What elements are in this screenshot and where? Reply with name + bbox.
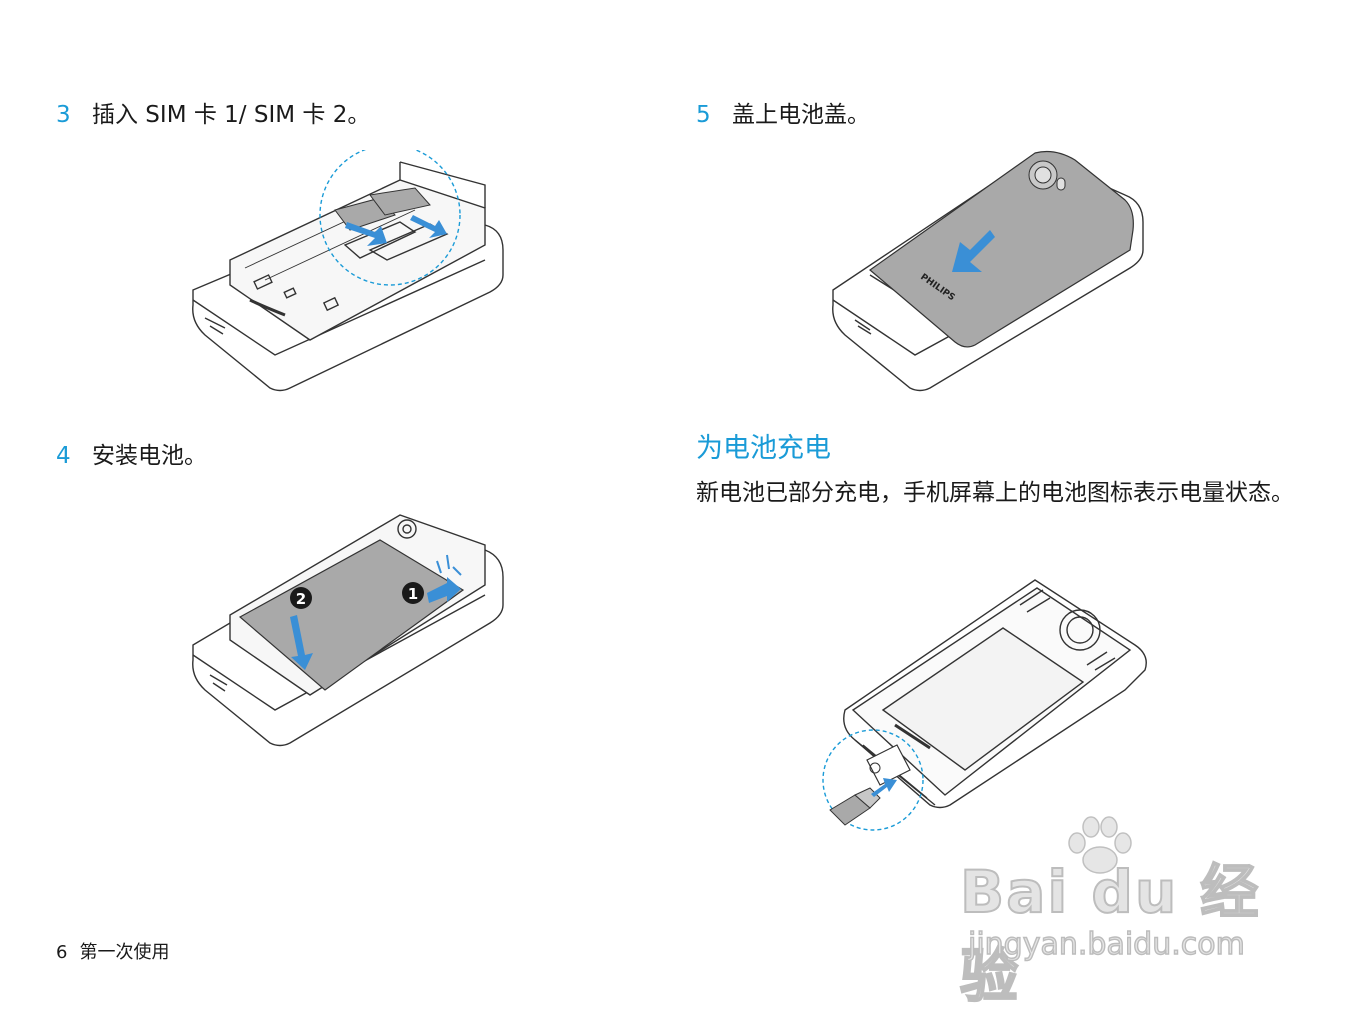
charging-phone-illustration <box>822 579 1147 831</box>
step-3: 3 插入 SIM 卡 1/ SIM 卡 2。 <box>56 100 370 130</box>
watermark-logo: Bai du 经验 <box>959 857 1261 1011</box>
section-heading: 为电池充电 <box>696 433 831 464</box>
step-number: 3 <box>56 102 71 128</box>
section-paragraph: 新电池已部分充电，手机屏幕上的电池图标表示电量状态。 <box>696 480 1294 506</box>
step-5: 5 盖上电池盖。 <box>696 100 870 130</box>
page-number: 6 <box>56 942 68 963</box>
paw-icon <box>1068 816 1132 874</box>
battery-install-illustration: 2 1 <box>192 514 504 747</box>
step-number: 4 <box>56 443 71 469</box>
badge-one-label: 1 <box>408 585 418 603</box>
battery-cover-illustration: PHILIPS <box>832 150 1144 392</box>
watermark-url: jingyan.baidu.com <box>967 926 1245 962</box>
badge-one <box>402 582 424 604</box>
badge-two-label: 2 <box>296 590 306 608</box>
page-footer: 6 第一次使用 <box>56 940 169 966</box>
step-number: 5 <box>696 102 711 128</box>
watermark: Bai du 经验 jingyan.baidu.com <box>959 815 1290 1011</box>
step-text: 盖上电池盖。 <box>732 102 870 128</box>
step-4: 4 安装电池。 <box>56 441 207 471</box>
badge-two <box>290 587 312 609</box>
footer-section-title: 第一次使用 <box>79 942 170 963</box>
sim-insert-illustration <box>192 150 504 392</box>
step-text: 插入 SIM 卡 1/ SIM 卡 2。 <box>92 102 371 128</box>
step-text: 安装电池。 <box>92 443 207 469</box>
